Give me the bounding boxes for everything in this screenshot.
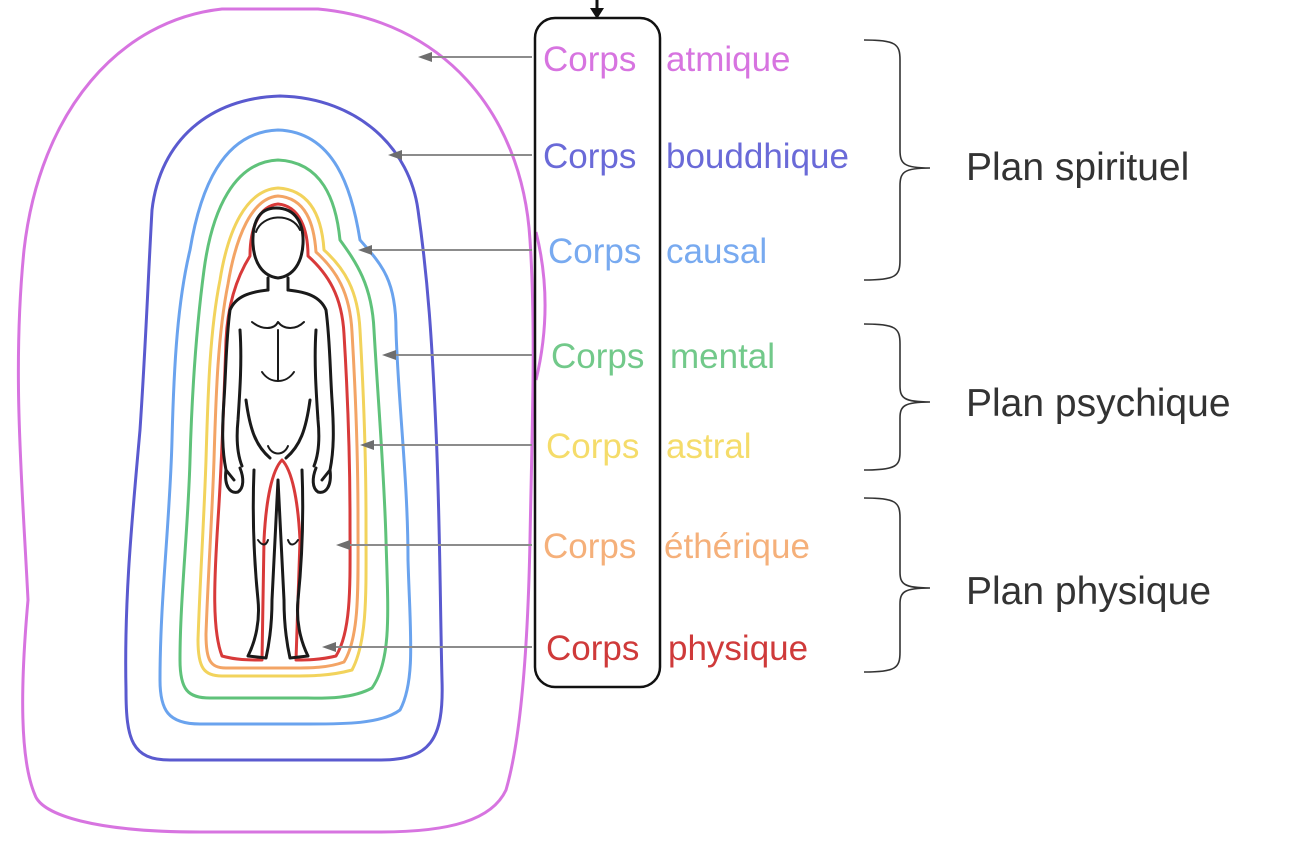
aura-layers — [18, 9, 533, 832]
body-label-causal: Corps causal — [548, 232, 767, 271]
body-label-corps: Corps — [546, 427, 639, 466]
body-label-mental: Corps mental — [551, 337, 775, 376]
brace-psychique — [864, 324, 930, 470]
body-label-corps: Corps — [543, 40, 636, 79]
body-label-name: causal — [666, 232, 767, 271]
body-label-bouddhique: Corps bouddhique — [543, 137, 849, 176]
body-label-name: astral — [666, 427, 752, 466]
body-label-etherique: Corps éthérique — [543, 527, 810, 566]
pointer-mental — [382, 350, 532, 360]
brace-spirituel — [864, 40, 930, 280]
body-label-atmique: Corps atmique — [543, 40, 791, 79]
plane-label-physique: Plan physique — [966, 570, 1211, 613]
body-label-name: physique — [668, 629, 808, 668]
body-label-name: bouddhique — [666, 137, 849, 176]
body-label-corps: Corps — [551, 337, 644, 376]
plane-label-spirituel: Plan spirituel — [966, 146, 1189, 189]
body-label-corps: Corps — [543, 137, 636, 176]
body-label-name: mental — [670, 337, 775, 376]
pointer-physique — [322, 642, 532, 652]
plane-labels: Plan spirituel Plan psychique Plan physi… — [966, 146, 1231, 613]
body-labels: Corps atmique Corps bouddhique Corps cau… — [543, 40, 849, 668]
down-arrow-icon — [590, 0, 604, 19]
body-label-corps: Corps — [546, 629, 639, 668]
violet-accent-mark — [536, 232, 545, 380]
pointer-causal — [358, 245, 532, 255]
body-label-name: atmique — [666, 40, 791, 79]
pointer-atmique — [418, 52, 532, 62]
plane-label-psychique: Plan psychique — [966, 382, 1231, 425]
body-label-corps: Corps — [543, 527, 636, 566]
aura-atmique — [18, 9, 533, 832]
pointer-astral — [360, 440, 532, 450]
body-label-name: éthérique — [664, 527, 810, 566]
body-label-corps: Corps — [548, 232, 641, 271]
aura-etherique — [206, 196, 358, 668]
braces — [864, 40, 930, 672]
body-label-physique: Corps physique — [546, 629, 808, 668]
brace-physique — [864, 498, 930, 672]
body-label-astral: Corps astral — [546, 427, 752, 466]
